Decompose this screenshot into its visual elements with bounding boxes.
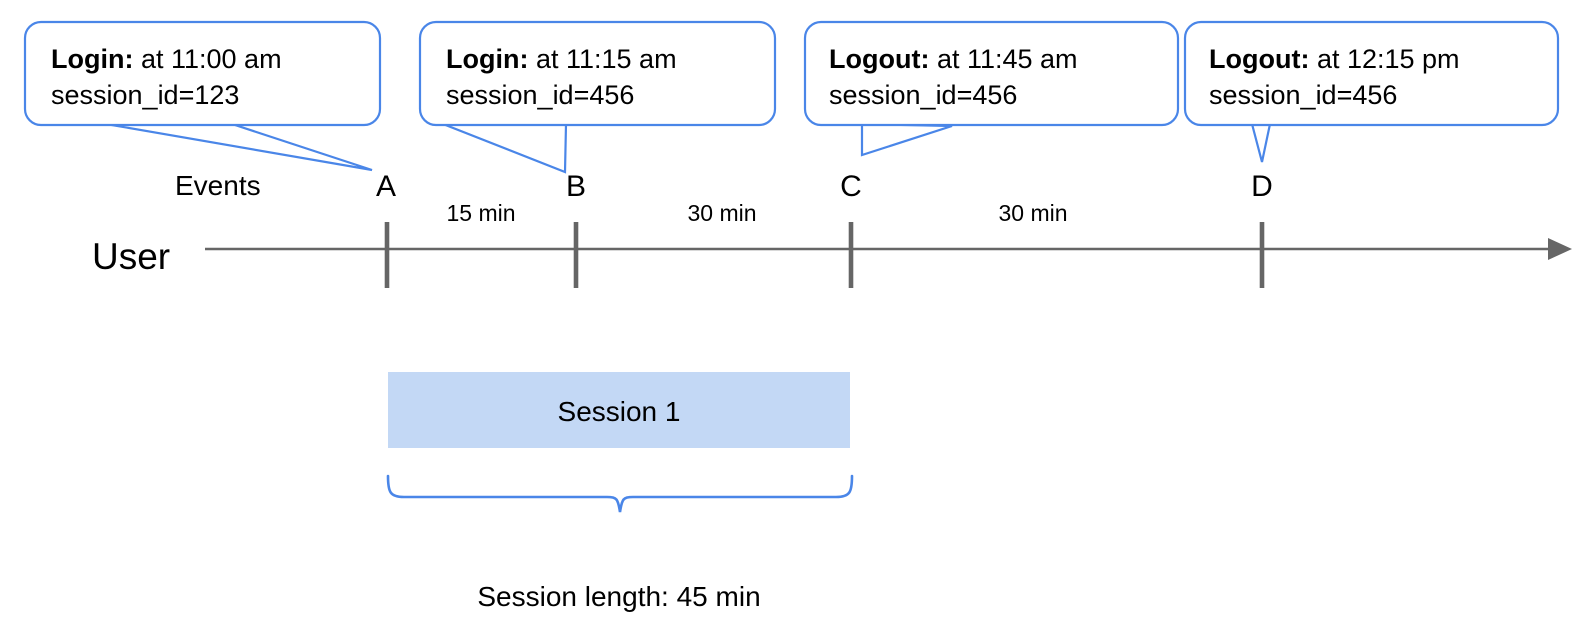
- callout-b-box: [418, 20, 777, 127]
- callout-d-lead: Logout:: [1209, 44, 1309, 74]
- callout-c[interactable]: Logout: at 11:45 am session_id=456: [803, 20, 1180, 157]
- callout-a-lead: Login:: [51, 44, 133, 74]
- callout-c-box: [803, 20, 1180, 127]
- callout-c-line1: Logout: at 11:45 am: [829, 44, 1078, 74]
- interval-label-cd: 30 min: [998, 200, 1067, 226]
- callout-a-box: [23, 20, 382, 127]
- callout-d[interactable]: Logout: at 12:15 pm session_id=456: [1183, 20, 1560, 163]
- interval-label-bc: 30 min: [687, 200, 756, 226]
- callout-a-line2: session_id=123: [51, 80, 239, 110]
- callout-b-line2: session_id=456: [446, 80, 634, 110]
- callout-c-tail: [860, 122, 953, 157]
- event-letter-c: C: [840, 170, 862, 203]
- callout-b[interactable]: Login: at 11:15 am session_id=456: [418, 20, 777, 174]
- session-bar-label: Session 1: [558, 396, 681, 427]
- callout-b-line1: Login: at 11:15 am: [446, 44, 677, 74]
- callout-d-box: [1183, 20, 1560, 127]
- callout-c-rest: at 11:45 am: [929, 44, 1077, 74]
- callout-c-lead: Logout:: [829, 44, 929, 74]
- callout-a-rest: at 11:00 am: [133, 44, 281, 74]
- callout-d-line2: session_id=456: [1209, 80, 1397, 110]
- callout-d-tail: [1250, 122, 1272, 163]
- callout-c-line2: session_id=456: [829, 80, 1017, 110]
- callout-a-tail: [105, 122, 373, 172]
- callout-b-lead: Login:: [446, 44, 528, 74]
- callout-b-rest: at 11:15 am: [528, 44, 676, 74]
- event-letter-d: D: [1251, 170, 1273, 203]
- session-bar[interactable]: Session 1: [388, 372, 850, 448]
- callout-d-rest: at 12:15 pm: [1309, 44, 1459, 74]
- callout-d-line1: Logout: at 12:15 pm: [1209, 44, 1460, 74]
- session-span-brace: [386, 474, 854, 513]
- callout-a[interactable]: Login: at 11:00 am session_id=123: [23, 20, 382, 172]
- events-row-label: Events: [175, 170, 261, 201]
- callout-b-tail: [442, 122, 568, 174]
- event-letter-b: B: [566, 170, 586, 203]
- session-bar-rect: [388, 372, 850, 448]
- timeline-arrowhead: [1548, 238, 1572, 260]
- session-length-label: Session length: 45 min: [477, 581, 760, 612]
- event-letter-a: A: [376, 170, 396, 203]
- interval-label-ab: 15 min: [446, 200, 515, 226]
- callout-a-line1: Login: at 11:00 am: [51, 44, 282, 74]
- user-row-label: User: [92, 236, 170, 277]
